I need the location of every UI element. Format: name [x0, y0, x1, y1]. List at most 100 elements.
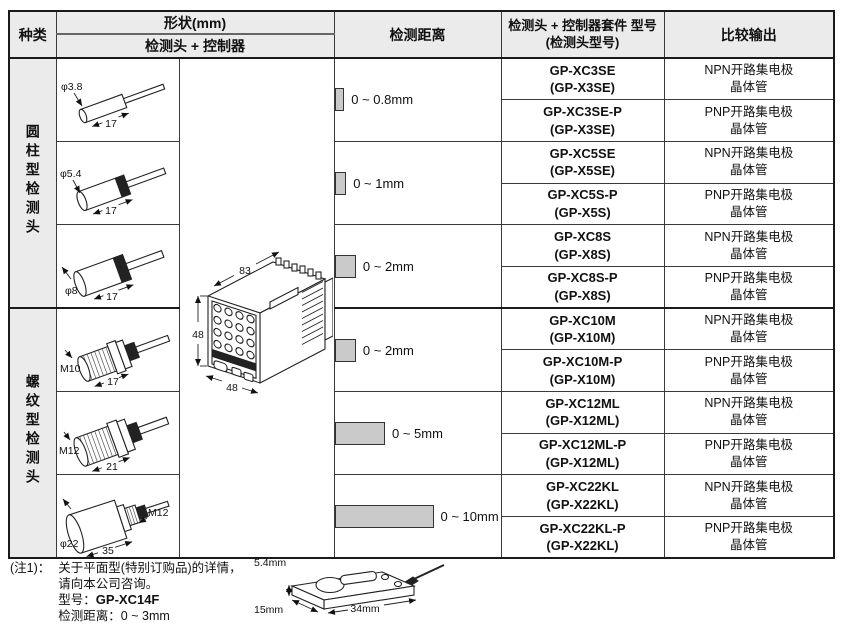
sensor-spec-table: 种类 形状(mm) 检测距离 检测头 + 控制器套件 型号 (检测头型号) 比较…: [8, 10, 836, 560]
sensor-head-diagram-5: M12 21: [55, 390, 180, 476]
output-cell: NPN开路集电极 晶体管: [663, 140, 835, 184]
output-cell: PNP开路集电极 晶体管: [663, 349, 835, 392]
distance-cell: 0 ~ 5mm: [333, 390, 502, 476]
model-cell: GP-XC10M-P (GP-X10M): [500, 349, 665, 392]
flat-sensor-diagram: 5.4mm 15mm 34mm: [254, 557, 445, 616]
footnote-model-value: GP-XC14F: [95, 592, 160, 608]
output-line1: NPN开路集电极: [704, 396, 794, 411]
col-header-model-line1: 检测头 + 控制器套件 型号: [508, 17, 657, 33]
footnote-model-label: 型号：: [58, 593, 96, 608]
type-label: 螺纹型检测头: [24, 373, 41, 488]
col-header-type: 种类: [8, 10, 57, 59]
model-set: GP-XC22KL: [546, 479, 619, 495]
model-cell: GP-XC8S-P (GP-X8S): [500, 265, 665, 309]
distance-bar: [335, 504, 434, 528]
distance-label: 0 ~ 0.8mm: [351, 92, 414, 108]
dim-width: 48: [226, 382, 238, 394]
model-set: GP-XC3SE-P: [543, 103, 622, 119]
model-set: GP-XC8S-P: [547, 270, 618, 286]
output-cell: NPN开路集电极 晶体管: [663, 57, 835, 101]
distance-label: 0 ~ 1mm: [353, 175, 405, 191]
controller-diagram: 83 48 48: [178, 56, 335, 559]
output-cell: PNP开路集电极 晶体管: [663, 516, 835, 559]
dim-length: 21: [106, 461, 118, 473]
model-cell: GP-XC3SE-P (GP-X3SE): [500, 99, 665, 142]
model-set: GP-XC8S: [553, 229, 612, 245]
model-set: GP-XC12ML-P: [538, 437, 627, 453]
sensor-head-diagram-4: M10 17: [55, 307, 180, 393]
threaded-sensor-drawing: M10 17: [60, 334, 171, 388]
model-cell: GP-XC12ML (GP-X12ML): [500, 391, 665, 434]
output-line2: 晶体管: [730, 413, 768, 428]
dim-height: 48: [192, 329, 204, 341]
model-head: (GP-X8S): [554, 246, 611, 262]
output-line1: NPN开路集电极: [704, 313, 794, 328]
sensor-head-diagram-1: φ3.8 17: [55, 56, 180, 142]
output-cell: NPN开路集电极 晶体管: [663, 391, 835, 434]
distance-cell: 0 ~ 2mm: [333, 307, 502, 393]
footnote: (注1)： 关于平面型(特别订购品)的详情， 请向本公司咨询。 型号：GP-XC…: [10, 561, 242, 625]
dim-diameter: φ22: [60, 538, 79, 550]
model-head: (GP-X10M): [549, 371, 616, 387]
sensor-head-diagram-6: φ22 35 M12: [55, 474, 180, 559]
model-cell: GP-XC22KL-P (GP-X22KL): [500, 516, 665, 559]
output-line1: PNP开路集电极: [704, 104, 793, 119]
model-head: (GP-X5S): [554, 204, 611, 220]
output-line2: 晶体管: [730, 538, 768, 553]
footnote-line1: 关于平面型(特别订购品)的详情，: [58, 561, 242, 575]
col-header-shape: 形状(mm): [55, 10, 335, 35]
threaded-sensor-drawing: M12 21: [59, 416, 170, 473]
col-header-distance: 检测距离: [333, 10, 502, 59]
output-cell: PNP开路集电极 晶体管: [663, 265, 835, 309]
output-line2: 晶体管: [730, 121, 768, 136]
model-head: (GP-X8S): [554, 288, 611, 304]
col-header-output: 比较输出: [663, 10, 835, 59]
distance-cell: 0 ~ 1mm: [333, 140, 502, 226]
footnote-line2: 请向本公司咨询。: [58, 576, 159, 591]
output-line2: 晶体管: [730, 204, 768, 219]
footnote-tag: (注1)：: [10, 561, 51, 575]
dim-depth: 83: [239, 265, 251, 277]
model-set: GP-XC22KL-P: [539, 520, 626, 536]
dim-diameter: φ8: [65, 285, 78, 297]
threaded-sensor-drawing: φ22 35 M12: [60, 498, 170, 557]
output-line2: 晶体管: [730, 288, 768, 303]
model-set: GP-XC5SE: [549, 145, 616, 161]
output-line1: NPN开路集电极: [704, 479, 794, 494]
output-line1: NPN开路集电极: [704, 146, 794, 161]
model-cell: GP-XC3SE (GP-X3SE): [500, 57, 665, 101]
output-line2: 晶体管: [730, 371, 768, 386]
model-set: GP-XC12ML: [545, 395, 620, 411]
distance-label: 0 ~ 10mm: [440, 508, 499, 524]
model-head: (GP-X22KL): [546, 496, 619, 512]
distance-label: 0 ~ 2mm: [362, 258, 414, 274]
cylinder-sensor-drawing: φ3.8 17: [61, 81, 166, 130]
distance-bar: [335, 421, 386, 445]
distance-cell: 0 ~ 10mm: [333, 474, 502, 559]
model-cell: GP-XC8S (GP-X8S): [500, 224, 665, 267]
output-cell: NPN开路集电极 晶体管: [663, 307, 835, 351]
col-header-model-line2: (检测头型号): [545, 34, 620, 50]
footnote-distance-label: 检测距离：: [58, 608, 121, 623]
model-cell: GP-XC22KL (GP-X22KL): [500, 474, 665, 518]
model-set: GP-XC10M: [549, 312, 616, 328]
output-line2: 晶体管: [730, 80, 768, 95]
output-line2: 晶体管: [730, 496, 768, 511]
footnote-model-line: 型号：GP-XC14F: [58, 592, 241, 609]
dim-thread: M12: [148, 507, 169, 519]
output-cell: PNP开路集电极 晶体管: [663, 99, 835, 142]
output-cell: PNP开路集电极 晶体管: [663, 182, 835, 226]
cylinder-sensor-drawing: φ8 17: [61, 249, 165, 303]
dim-length: 17: [106, 291, 118, 303]
model-head: (GP-X3SE): [550, 121, 616, 137]
distance-bar: [335, 338, 356, 362]
output-line1: PNP开路集电极: [704, 438, 793, 453]
cylinder-sensor-drawing: φ5.4 17: [60, 166, 167, 217]
model-set: GP-XC3SE: [549, 62, 616, 78]
distance-bar: [335, 171, 347, 195]
dim-diameter: M10: [60, 363, 81, 375]
flat-dim-height: 5.4mm: [254, 557, 286, 569]
output-line1: NPN开路集电极: [704, 63, 794, 78]
model-head: (GP-X10M): [549, 330, 616, 346]
dim-length: 35: [102, 545, 114, 557]
